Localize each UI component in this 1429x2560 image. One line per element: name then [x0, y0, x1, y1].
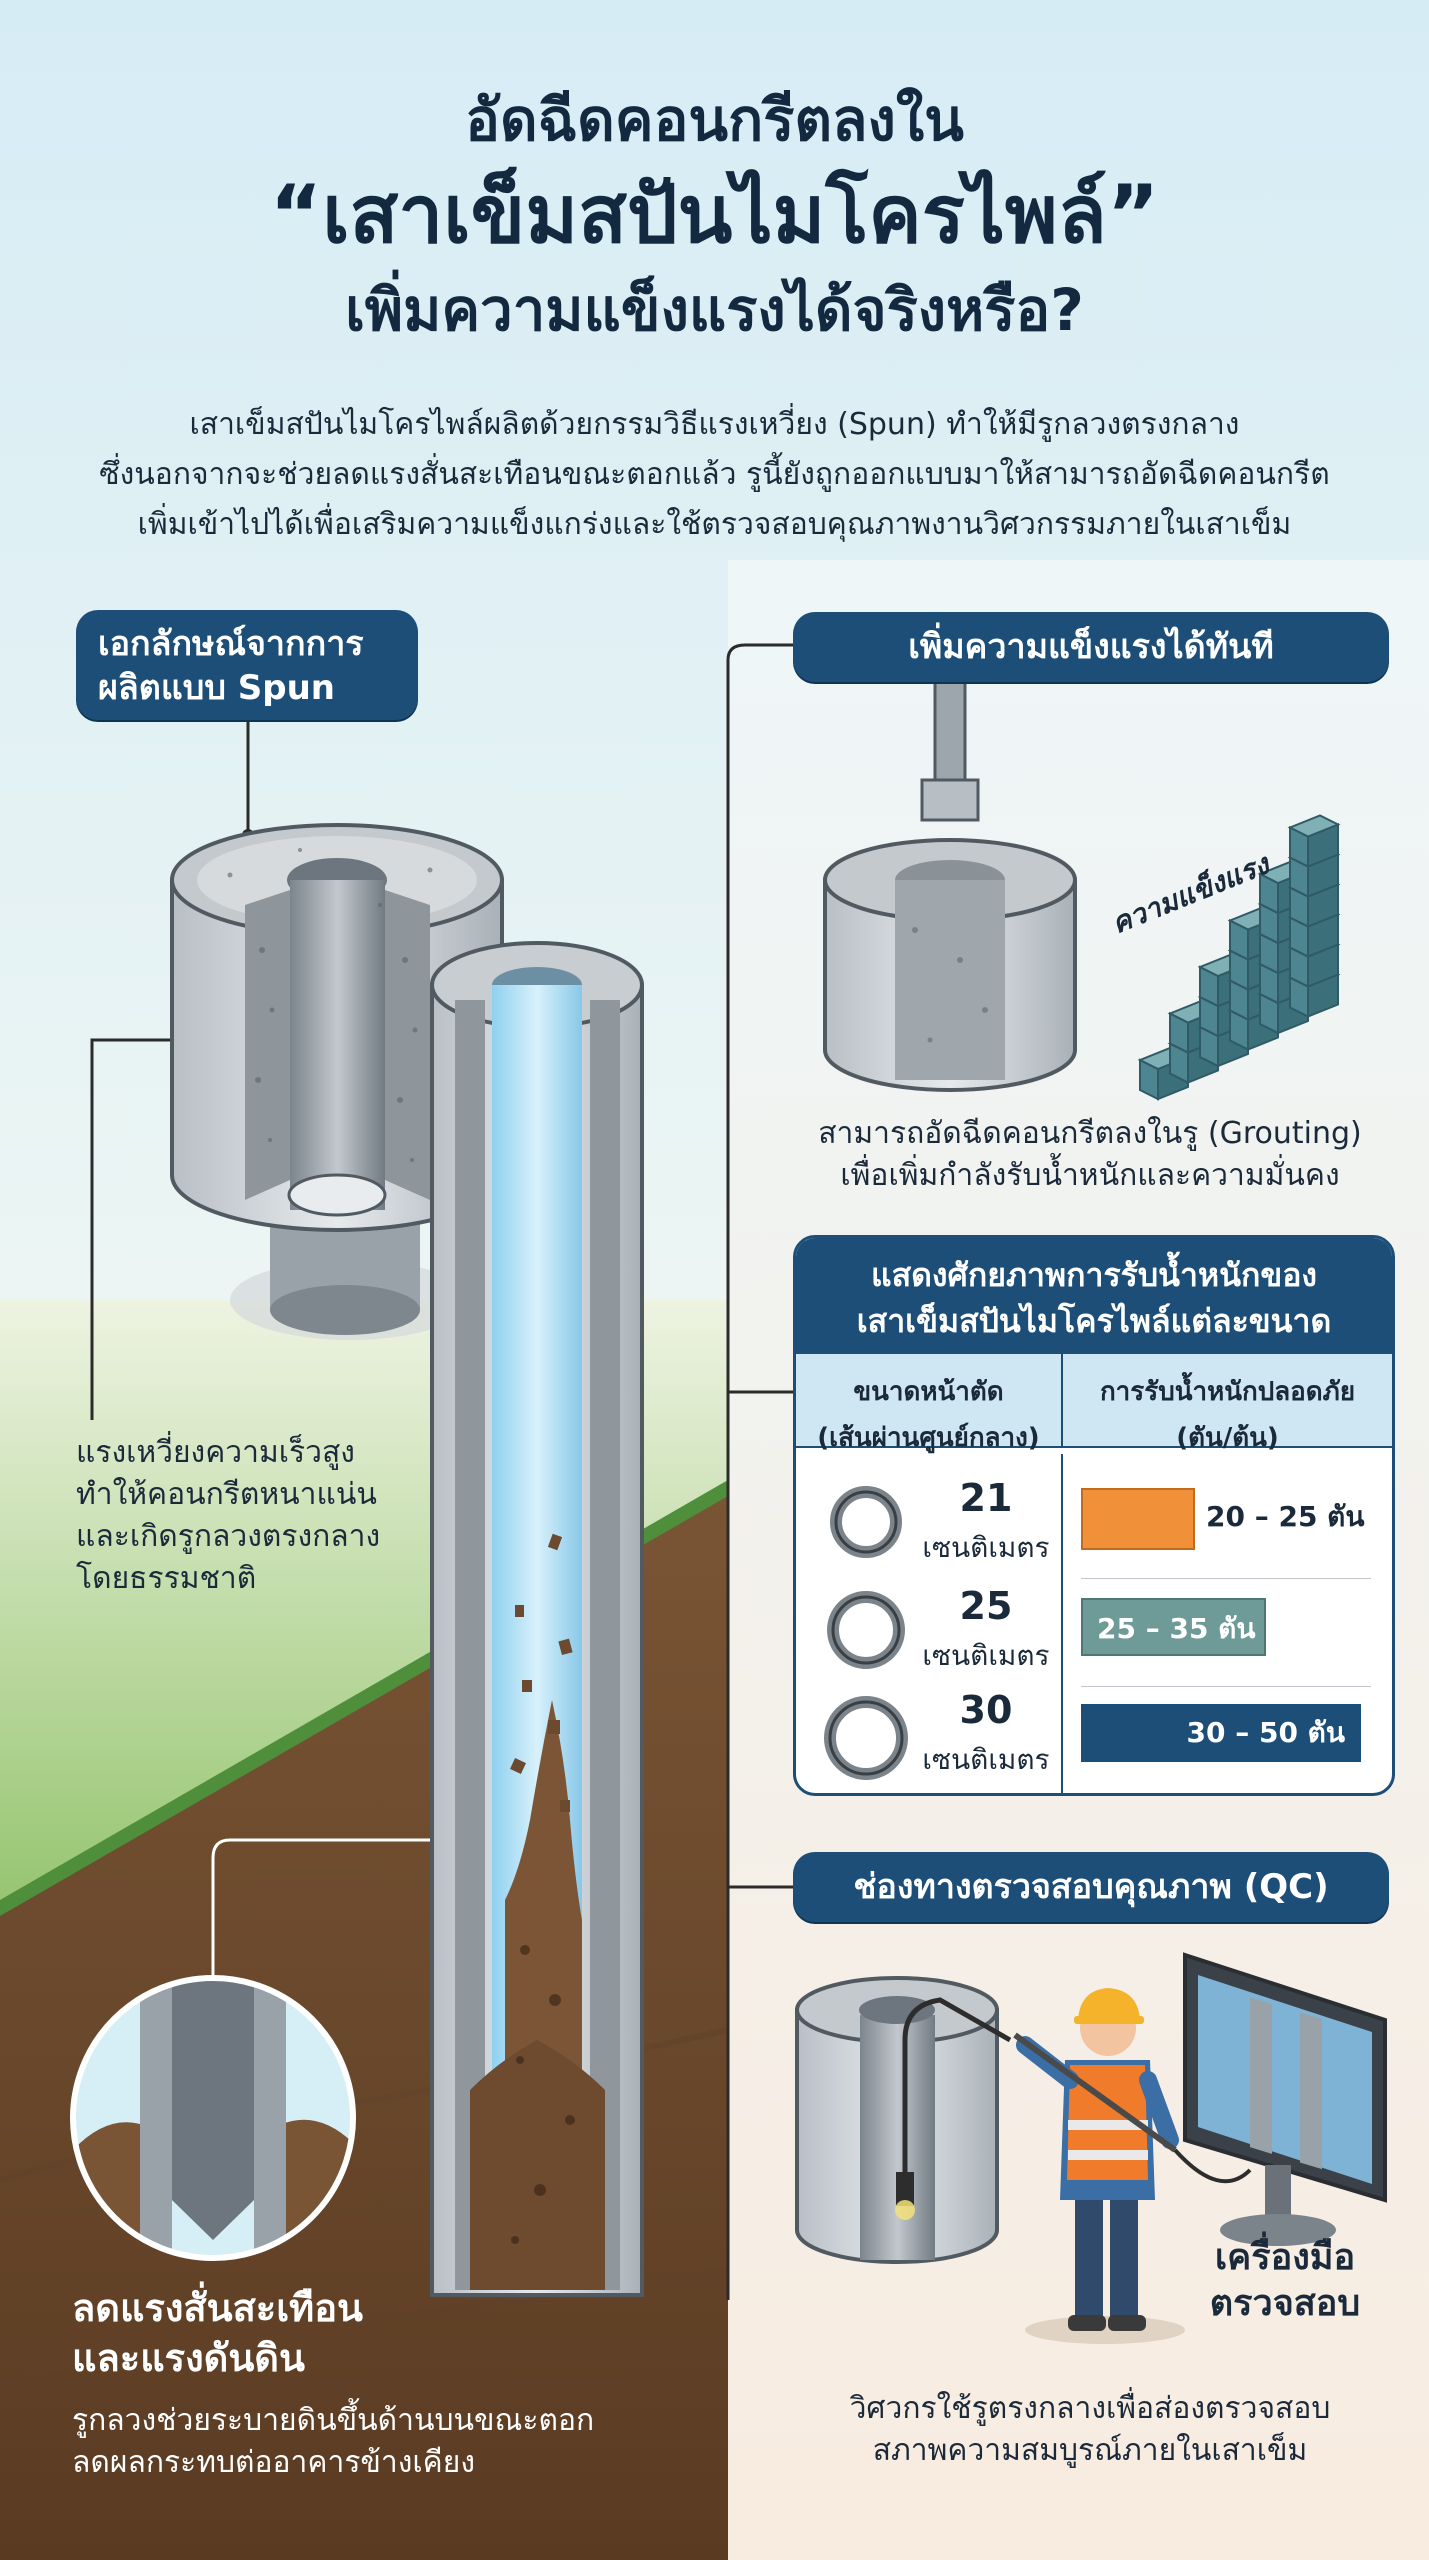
- strength-caption: สามารถอัดฉีดคอนกรีตลงในรู (Grouting) เพื…: [760, 1113, 1420, 1197]
- intro-line-1: เสาเข็มสปันไมโครไพล์ผลิตด้วยกรรมวิธีแรงเ…: [189, 407, 1240, 442]
- qc-label-badge: ช่องทางตรวจสอบคุณภาพ (QC): [793, 1852, 1389, 1922]
- row-size-value: 25: [959, 1584, 1013, 1628]
- vibration-heading-line-1: ลดแรงสั่นสะเทือน: [72, 2286, 364, 2330]
- row-load-label: 30 – 50 ตัน: [1186, 1716, 1346, 1749]
- strength-blocks-illustration: [1137, 814, 1341, 1101]
- strength-block-top: [1287, 814, 1341, 838]
- row-size-unit: เซนติเมตร: [922, 1531, 1050, 1564]
- ring-size-icon: [827, 1591, 905, 1669]
- qc-caption: วิศวกรใช้รูตรงกลางเพื่อส่องตรวจสอบ สภาพค…: [760, 2388, 1420, 2472]
- row-load-label: 25 – 35 ตัน: [1097, 1612, 1256, 1645]
- table-row: 21 เซนติเมตร 20 – 25 ตัน: [796, 1468, 1392, 1576]
- load-bar: 25 – 35 ตัน: [1081, 1598, 1266, 1656]
- spun-caption-line-4: โดยธรรมชาติ: [76, 1561, 257, 1596]
- title-line-3: เพิ่มความแข็งแรงได้จริงหรือ?: [345, 276, 1084, 344]
- spun-caption-line-1: แรงเหวี่ยงความเร็วสูง: [76, 1435, 355, 1470]
- grouting-pile-illustration: [823, 678, 1077, 1092]
- qc-label-text: ช่องทางตรวจสอบคุณภาพ (QC): [853, 1867, 1329, 1907]
- magnifier-soil-illustration: [70, 1975, 356, 2261]
- vibration-heading-line-2: และแรงดันดิน: [72, 2336, 305, 2380]
- tall-spun-pile-illustration: [430, 941, 644, 2297]
- spun-label-line-1: เอกลักษณ์จากการ: [98, 624, 364, 664]
- table-row: 30 เซนติเมตร 30 – 50 ตัน: [796, 1684, 1392, 1792]
- spun-caption: แรงเหวี่ยงความเร็วสูง ทำให้คอนกรีตหนาแน่…: [76, 1432, 456, 1600]
- ring-size-icon: [830, 1486, 902, 1558]
- load-table-title-line-2: เสาเข็มสปันไมโครไพล์แต่ละขนาด: [856, 1302, 1332, 1340]
- load-bar: 30 – 50 ตัน: [1081, 1704, 1361, 1762]
- load-table-col-size-line-1: ขนาดหน้าตัด: [853, 1377, 1004, 1407]
- load-table-col-load-line-2: (ตัน/ต้น): [1176, 1423, 1279, 1453]
- table-row: 25 เซนติเมตร 25 – 35 ตัน: [796, 1576, 1392, 1684]
- intro-line-3: เพิ่มเข้าไปได้เพื่อเสริมความแข็งแกร่งและ…: [137, 507, 1292, 542]
- row-size-unit: เซนติเมตร: [922, 1743, 1050, 1776]
- row-load-label: 20 – 25 ตัน: [1206, 1500, 1365, 1533]
- strength-caption-line-1: สามารถอัดฉีดคอนกรีตลงในรู (Grouting): [818, 1116, 1362, 1151]
- load-table-title: แสดงศักยภาพการรับน้ำหนักของ เสาเข็มสปันไ…: [796, 1238, 1392, 1354]
- engineer-illustration: [1013, 1988, 1252, 2344]
- load-table-col-size-line-2: (เส้นผ่านศูนย์กลาง): [817, 1423, 1040, 1453]
- load-table-col-load-line-1: การรับน้ำหนักปลอดภัย: [1099, 1377, 1356, 1407]
- strength-label-text: เพิ่มความแข็งแรงได้ทันที: [908, 627, 1274, 667]
- strength-caption-line-2: เพื่อเพิ่มกำลังรับน้ำหนักและความมั่นคง: [840, 1158, 1340, 1193]
- monitor-illustration: [1183, 1952, 1387, 2246]
- spun-label-line-2: ผลิตแบบ Spun: [98, 668, 335, 708]
- title-line-2: “เสาเข็มสปันไมโครไพล์”: [269, 168, 1160, 261]
- load-table-header-row: ขนาดหน้าตัด (เส้นผ่านศูนย์กลาง) การรับน้…: [796, 1354, 1392, 1453]
- spun-pile-cutaway-illustration: [170, 823, 504, 1340]
- vibration-sub-line-1: รูกลวงช่วยระบายดินขึ้นด้านบนขณะตอก: [72, 2403, 595, 2438]
- inspection-tool-label: เครื่องมือ ตรวจสอบ: [1175, 2235, 1395, 2327]
- load-capacity-table: แสดงศักยภาพการรับน้ำหนักของ เสาเข็มสปันไ…: [793, 1235, 1395, 1796]
- intro-line-2: ซึ่งนอกจากจะช่วยลดแรงสั่นสะเทือนขณะตอกแล…: [99, 457, 1330, 492]
- spun-label-badge: เอกลักษณ์จากการ ผลิตแบบ Spun: [76, 610, 418, 720]
- row-size-value: 21: [959, 1476, 1013, 1520]
- load-bar: [1081, 1488, 1195, 1550]
- load-table-title-line-1: แสดงศักยภาพการรับน้ำหนักของ: [870, 1256, 1318, 1294]
- spun-caption-line-2: ทำให้คอนกรีตหนาแน่น: [76, 1477, 377, 1512]
- vibration-subtext: รูกลวงช่วยระบายดินขึ้นด้านบนขณะตอก ลดผลก…: [72, 2400, 712, 2484]
- load-table-col-size: ขนาดหน้าตัด (เส้นผ่านศูนย์กลาง): [796, 1354, 1063, 1453]
- load-table-divider: [1061, 1454, 1063, 1793]
- strength-label-badge: เพิ่มความแข็งแรงได้ทันที: [793, 612, 1389, 682]
- intro-paragraph: เสาเข็มสปันไมโครไพล์ผลิตด้วยกรรมวิธีแรงเ…: [60, 400, 1369, 550]
- title-line-1: อัดฉีดคอนกรีตลงใน: [465, 86, 964, 154]
- inspection-tool-line-1: เครื่องมือ: [1214, 2237, 1356, 2278]
- row-separator: [1081, 1686, 1371, 1687]
- qc-caption-line-2: สภาพความสมบูรณ์ภายในเสาเข็ม: [872, 2433, 1308, 2468]
- ring-size-icon: [824, 1696, 908, 1780]
- load-table-col-load: การรับน้ำหนักปลอดภัย (ตัน/ต้น): [1063, 1354, 1392, 1453]
- vibration-sub-line-2: ลดผลกระทบต่ออาคารข้างเคียง: [72, 2445, 475, 2480]
- row-size-value: 30: [959, 1688, 1013, 1732]
- vibration-heading: ลดแรงสั่นสะเทือน และแรงดันดิน: [72, 2283, 672, 2383]
- qc-caption-line-1: วิศวกรใช้รูตรงกลางเพื่อส่องตรวจสอบ: [849, 2391, 1331, 2426]
- row-separator: [1081, 1578, 1371, 1579]
- spun-caption-line-3: และเกิดรูกลวงตรงกลาง: [76, 1519, 381, 1554]
- row-size-unit: เซนติเมตร: [922, 1639, 1050, 1672]
- inspection-tool-line-2: ตรวจสอบ: [1209, 2283, 1361, 2324]
- qc-pile-illustration: [795, 1976, 1012, 2264]
- title-block: อัดฉีดคอนกรีตลงใน “เสาเข็มสปันไมโครไพล์”…: [0, 80, 1429, 350]
